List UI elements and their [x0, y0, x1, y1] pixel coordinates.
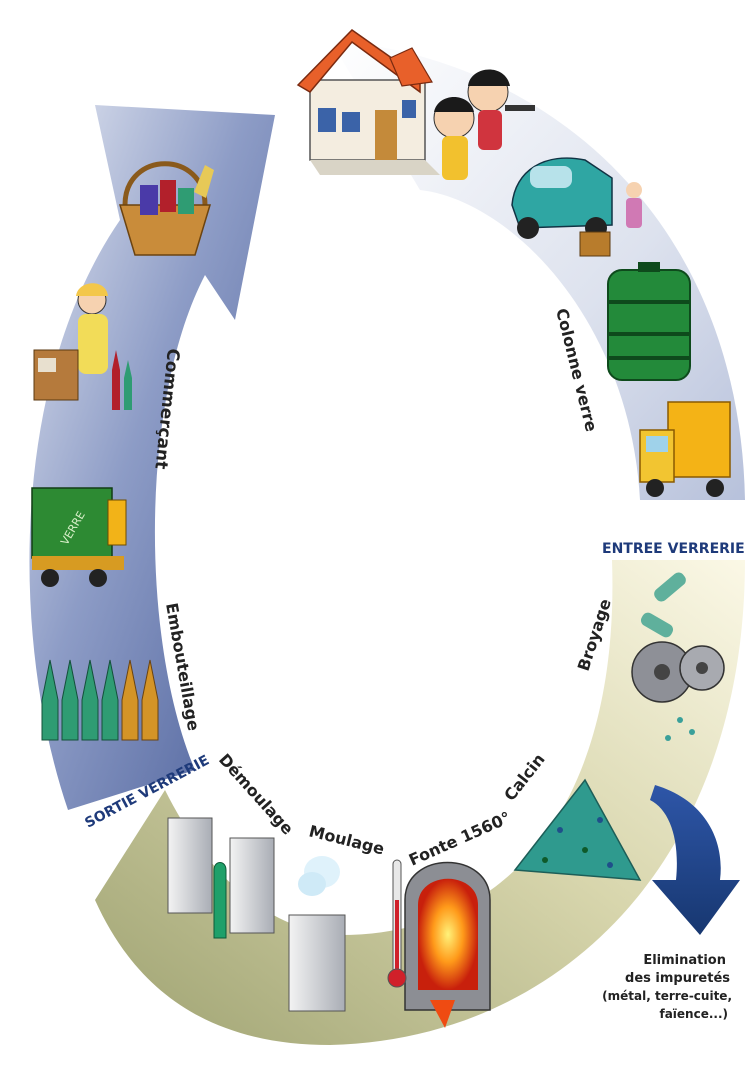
glass-container-icon [607, 262, 691, 381]
wine-basket-icon [118, 161, 214, 256]
elimination-line-4: faïence...) [659, 1007, 728, 1021]
shopkeeper-icon [33, 283, 132, 410]
elimination-line-2: des impuretés [625, 971, 730, 986]
collection-truck-icon [639, 401, 731, 497]
elimination-arrow-icon [650, 785, 740, 935]
mould-boxes-icon [167, 817, 346, 1012]
ring-band-distribution [29, 105, 276, 810]
furnace-icon [387, 859, 491, 1028]
label-moulage: Moulage [307, 821, 386, 858]
children-icon [433, 69, 535, 180]
elimination-line-1: Elimination [643, 953, 726, 968]
elimination-line-3: (métal, terre-cuite, [602, 989, 732, 1003]
label-calcin: Calcin [500, 750, 548, 805]
car-icon [511, 157, 642, 257]
crusher-icon [631, 572, 725, 741]
house-icon [296, 29, 440, 175]
bottle-row-icon [41, 659, 159, 741]
delivery-truck-icon [31, 487, 127, 587]
cullet-heap-icon [513, 778, 642, 881]
label-fonte: Fonte 1560° [406, 808, 514, 870]
label-entree-verrerie: ENTREE VERRERIE [602, 541, 745, 557]
ring-band-collection [330, 40, 745, 500]
label-demoulage: Démoulage [215, 750, 297, 838]
